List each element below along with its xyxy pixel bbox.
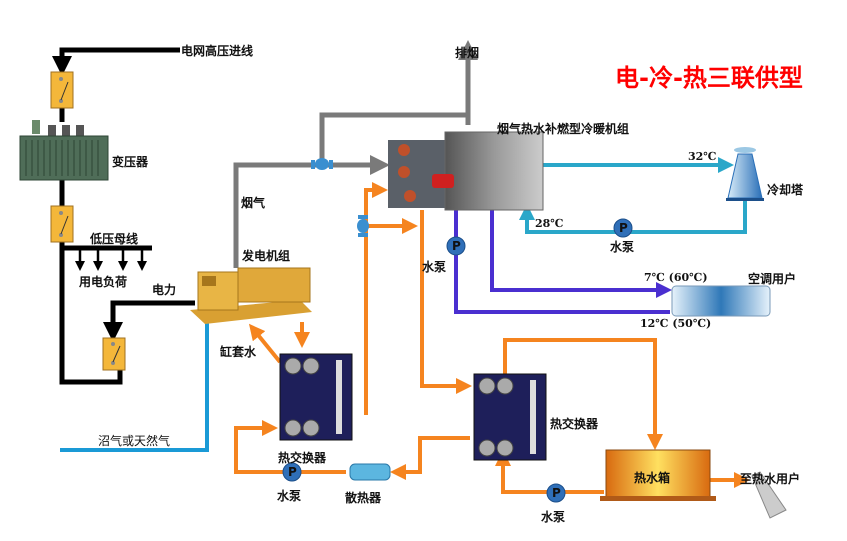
cooling-water-lines	[519, 157, 747, 234]
transformer-label: 变压器	[112, 154, 149, 169]
electric-load-label: 用电负荷	[78, 274, 127, 289]
flue-gas-label: 烟气	[241, 195, 265, 210]
hot-water-tank-icon	[600, 449, 716, 501]
power-label: 电力	[152, 282, 176, 297]
chiller-unit-icon	[388, 131, 544, 211]
radiator-icon	[349, 463, 391, 481]
grid-input-label: 电网高压进线	[181, 43, 253, 58]
to-hot-water-user-label: 至热水用户	[740, 471, 800, 486]
pump-cooling-label: 水泵	[610, 239, 634, 254]
radiator-label: 散热器	[345, 490, 382, 505]
ac-user-label: 空调用户	[748, 271, 796, 286]
gas-line	[60, 300, 215, 452]
exhaust-label: 排烟	[455, 45, 479, 60]
heat-exchanger-icon	[279, 353, 353, 441]
switch-icon	[50, 71, 74, 109]
heat-exchanger-icon	[473, 373, 547, 461]
heat-exchanger-2-label: 热交换器	[550, 416, 599, 431]
temp-supply-label: 7℃ (60℃)	[644, 271, 708, 284]
switch-icon	[102, 337, 126, 371]
generator-set-icon	[190, 267, 312, 324]
pump-chilled-label: 水泵	[422, 259, 446, 274]
valve-icon[interactable]	[357, 215, 369, 237]
pump-hx1-label: 水泵	[277, 488, 301, 503]
temp-28-label: 28℃	[535, 217, 564, 230]
temp-return-label: 12℃ (50℃)	[640, 317, 711, 330]
pump-icon[interactable]: P	[282, 462, 302, 482]
switch-icon	[50, 205, 74, 243]
low-voltage-bus-label: 低压母线	[89, 231, 138, 246]
transformer-icon	[19, 120, 109, 181]
valve-icon[interactable]	[311, 158, 333, 170]
cooling-tower-label: 冷却塔	[767, 182, 804, 197]
faucet-icon	[751, 471, 787, 519]
biogas-label: 沼气或天然气	[98, 433, 170, 448]
ac-unit-icon	[671, 285, 771, 317]
cooling-tower-icon	[726, 147, 764, 201]
pump-icon[interactable]: P	[546, 483, 566, 503]
pump-icon[interactable]: P	[446, 236, 466, 256]
load-arrows	[75, 248, 147, 271]
pump-symbol: P	[288, 465, 297, 479]
pump-icon[interactable]: P	[613, 218, 633, 238]
jacket-water-label: 缸套水	[220, 344, 257, 359]
power-lines	[52, 47, 195, 385]
generator-set-label: 发电机组	[241, 248, 290, 263]
pump-tank-label: 水泵	[541, 509, 565, 524]
hot-water-tank-label: 热水箱	[634, 470, 670, 485]
diagram-title: 电-冷-热三联供型	[615, 64, 803, 92]
chiller-unit-label: 烟气热水补燃型冷暖机组	[497, 121, 629, 136]
pump-symbol: P	[619, 221, 628, 235]
temp-32-label: 32℃	[688, 150, 717, 163]
pump-symbol: P	[552, 486, 561, 500]
heat-exchanger-1-label: 热交换器	[278, 450, 327, 465]
pump-symbol: P	[452, 239, 461, 253]
